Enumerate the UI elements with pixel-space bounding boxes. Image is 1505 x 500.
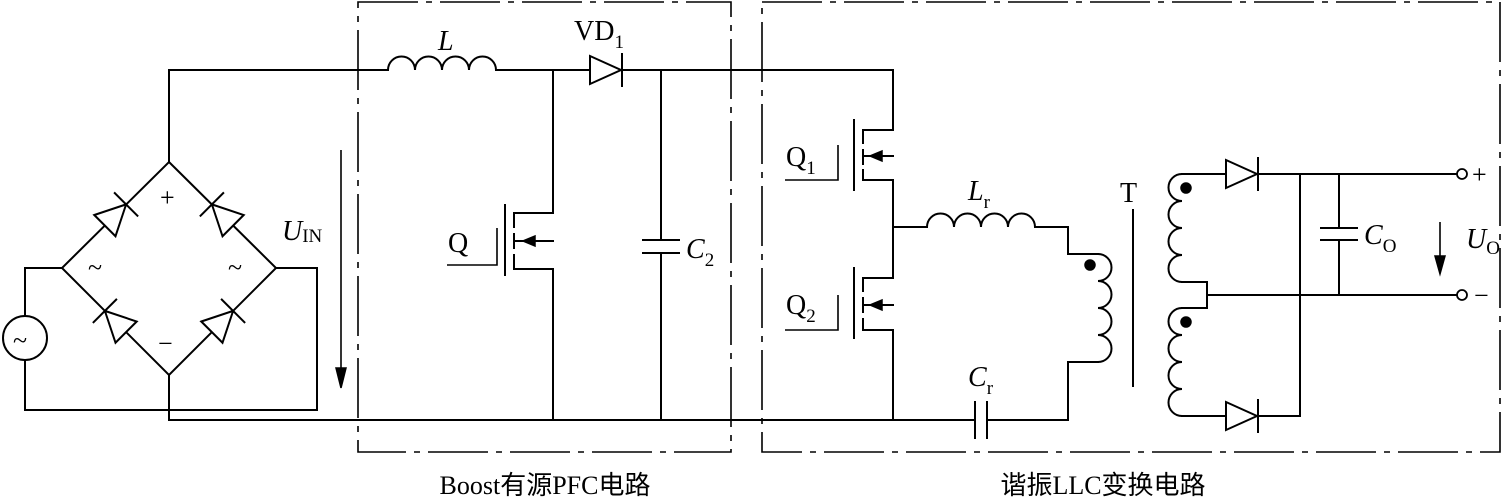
output-terminal-minus [1456, 289, 1468, 301]
output-diode-bottom [1225, 399, 1260, 433]
uin-label: UIN [282, 216, 323, 247]
bridge-ac-right-label: ~ [228, 253, 242, 282]
caption-boost-pfc: Boost有源PFC电路 [440, 471, 651, 500]
mosfet-Q1-label: Q1 [786, 142, 816, 179]
inductor-Lr [925, 212, 1037, 229]
capacitor-C2-label: C2 [686, 234, 714, 271]
mosfet-Q1 [785, 69, 894, 191]
inductor-L [386, 55, 498, 72]
inductor-Lr-label: Lr [967, 176, 991, 213]
llc-section-box [761, 1, 1501, 453]
mosfet-Q [447, 69, 554, 421]
bridge-minus-label: − [158, 329, 173, 358]
bridge-rectifier [60, 160, 278, 377]
bridge-plus-label: + [160, 183, 175, 212]
capacitor-Cr-label: Cr [968, 362, 994, 399]
output-diode-top [1225, 157, 1260, 191]
output-minus-label: − [1474, 281, 1489, 310]
transformer-primary [1067, 252, 1113, 364]
capacitor-C2 [642, 69, 680, 421]
capacitor-CO-label: CO [1364, 220, 1396, 257]
output-terminal-plus [1456, 168, 1468, 180]
transformer-T-label: T [1120, 178, 1137, 209]
source-wire-bottom [24, 267, 318, 411]
capacitor-Cr [974, 401, 988, 439]
top-rail-input [168, 69, 389, 163]
diode-VD1-label: VD1 [574, 16, 624, 53]
top-rail-dc-bus [621, 69, 894, 131]
lr-wire-right [1034, 226, 1099, 255]
uo-label: UO [1466, 224, 1500, 259]
bridge-ac-left-label: ~ [88, 253, 102, 282]
capacitor-CO [1320, 173, 1358, 296]
uin-voltage-arrow [335, 150, 347, 389]
mosfet-Q-label: Q [448, 228, 468, 259]
transformer-secondary [1167, 172, 1208, 418]
ac-source [2, 267, 48, 411]
output-diode-join [1257, 173, 1301, 417]
uo-voltage-arrow [1434, 222, 1446, 277]
mosfet-Q2 [785, 267, 894, 421]
mosfet-Q2-label: Q2 [786, 290, 816, 327]
caption-llc: 谐振LLC变换电路 [1000, 471, 1205, 500]
boost-pfc-section-box [357, 1, 732, 453]
bottom-rail [168, 361, 1069, 421]
output-plus-label: + [1472, 160, 1487, 189]
ac-source-symbol: ~ [13, 326, 27, 355]
inductor-L-label: L [437, 26, 454, 57]
diode-VD1 [589, 53, 624, 87]
